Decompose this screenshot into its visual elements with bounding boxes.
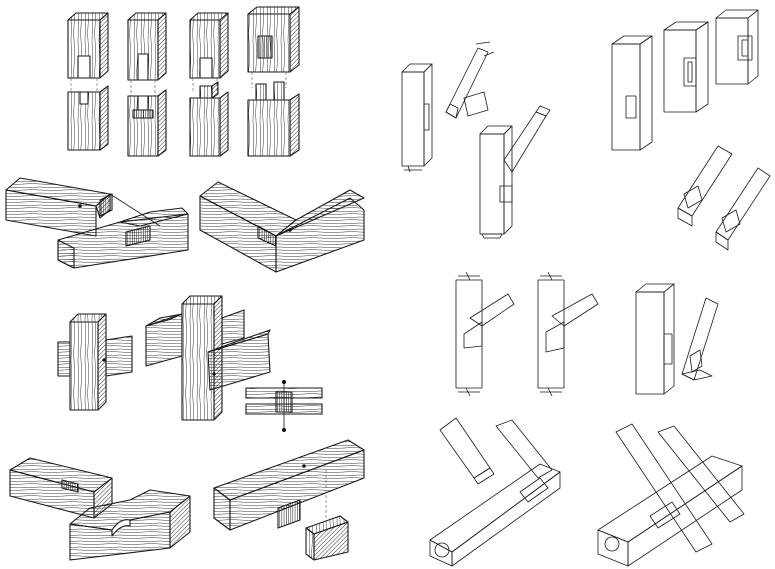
post-brace-flat-1	[456, 272, 514, 396]
scarf-lap-joint	[6, 178, 188, 268]
cross-post-joint-small	[58, 314, 132, 410]
corner-halving-joint	[200, 182, 364, 272]
post-joint-3	[190, 13, 228, 156]
vertical-post-joints-row	[68, 7, 299, 156]
sill-rafter-joint-right	[598, 424, 744, 566]
beam-on-post-joint	[214, 440, 364, 560]
post-joint-2	[128, 13, 166, 156]
sill-rafter-joint-left	[430, 418, 560, 566]
post-brace-flat-2	[538, 272, 598, 396]
post-joint-1	[68, 13, 108, 150]
post-brace-open-mortise	[636, 284, 718, 394]
brace-tenons-pair	[678, 146, 770, 250]
post-brace-assembled	[480, 106, 550, 238]
post-joint-4	[248, 7, 299, 156]
cross-joint-section	[246, 380, 322, 432]
notched-beam-joint	[10, 458, 190, 560]
cross-post-joint-large	[146, 296, 270, 420]
post-mortise-trio	[612, 10, 758, 150]
